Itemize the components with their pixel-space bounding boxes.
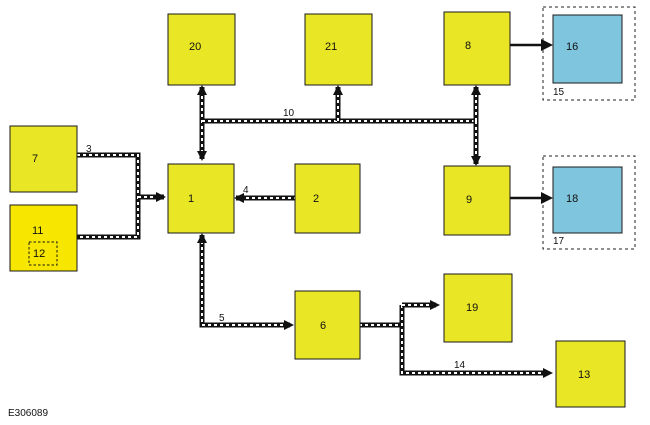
harness-segment-1 (77, 152, 141, 240)
arrow-into-1-top (197, 151, 207, 161)
arrow-into-18 (541, 192, 553, 204)
figure-reference-code: E306089 (8, 408, 48, 419)
harness-label-3: 3 (86, 144, 92, 155)
box-13: 13 (555, 340, 626, 408)
box-12-enclosure (28, 241, 58, 266)
box-16-label: 16 (566, 41, 578, 53)
arrow-into-8 (471, 85, 481, 95)
arrow-into-21 (333, 85, 343, 95)
box-20: 20 (167, 13, 236, 86)
box-9: 9 (443, 165, 511, 236)
arrow-into-9 (471, 156, 481, 166)
box-18: 18 (552, 166, 623, 234)
arrow-into-1-bottom (197, 233, 207, 243)
arrow-into-1-right (234, 193, 244, 203)
harness-segment-dash-9 (201, 235, 290, 326)
arrow-into-19 (430, 300, 440, 310)
harness-label-5: 5 (219, 313, 225, 324)
box-2: 2 (294, 163, 361, 234)
box-20-label: 20 (189, 41, 201, 53)
harness-label-10: 10 (283, 108, 295, 119)
box-1: 1 (167, 163, 235, 234)
box-6-label: 6 (320, 320, 326, 332)
arrow-into-6 (284, 320, 294, 330)
box-8: 8 (443, 11, 511, 86)
box-1-label: 1 (188, 193, 194, 205)
harness-label-14: 14 (454, 360, 466, 371)
box-7: 7 (9, 125, 78, 193)
harness-label-4: 4 (243, 185, 249, 196)
box-12-label: 12 (33, 248, 45, 260)
box-19-label: 19 (466, 302, 478, 314)
box-7-label: 7 (32, 153, 38, 165)
box-21: 21 (304, 13, 373, 86)
box-13-label: 13 (578, 369, 590, 381)
box-11: 11 12 (9, 204, 78, 272)
harness-segment-dash-11 (401, 305, 548, 374)
box-18-label: 18 (566, 193, 578, 205)
harness-segment-dash-1 (77, 154, 139, 238)
box-11-label: 11 (32, 225, 43, 237)
arrow-into-1-left (156, 192, 166, 202)
box-19: 19 (443, 273, 513, 343)
arrowheads (156, 85, 553, 378)
harness-segment-9 (199, 235, 290, 328)
group-label-15: 15 (553, 87, 565, 98)
group-17-enclosure (542, 155, 636, 250)
arrow-into-13 (543, 368, 553, 378)
box-8-label: 8 (465, 40, 471, 52)
box-9-label: 9 (466, 194, 472, 206)
box-21-label: 21 (325, 41, 337, 53)
box-6: 6 (294, 290, 361, 360)
arrow-into-16 (541, 39, 553, 51)
group-15-enclosure (542, 6, 636, 101)
solid-links (510, 39, 553, 204)
box-16: 16 (552, 14, 623, 84)
box-2-label: 2 (313, 193, 319, 205)
group-label-17: 17 (553, 236, 565, 247)
arrow-into-20 (197, 85, 207, 95)
